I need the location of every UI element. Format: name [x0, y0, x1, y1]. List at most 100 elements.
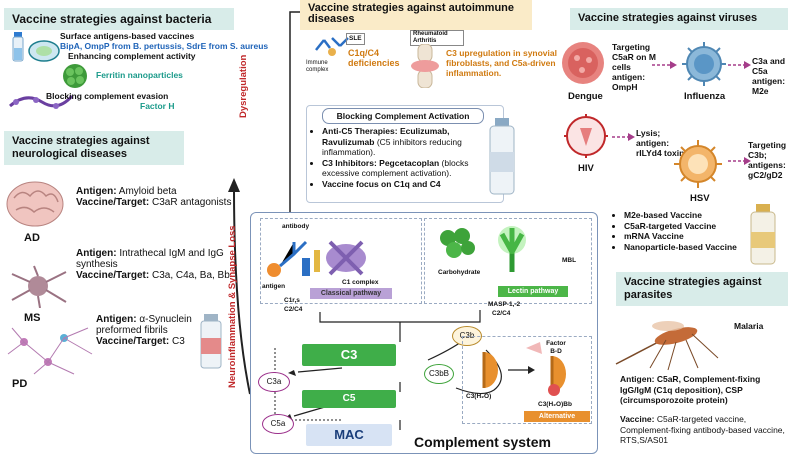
hiv-label: HIV — [578, 163, 594, 174]
c2c4-classical-label: C2/C4 — [284, 306, 303, 313]
classical-pathway-label: Classical pathway — [310, 288, 392, 299]
classical-box — [260, 218, 422, 304]
parasite-vaccine-label: Vaccine: — [620, 414, 655, 424]
ms-target-label: Vaccine/Target: — [76, 270, 150, 281]
dengue-target: Targeting C5aR on M cells antigen: OmpH — [612, 42, 656, 92]
ad-antigen: Amyloid beta — [118, 186, 177, 197]
influenza-arrow — [728, 61, 751, 69]
ad-target: C3aR antagonists — [151, 197, 232, 208]
c3-inhibitor-note: (blocks excessive complement activation)… — [322, 157, 469, 179]
c5-box: C5 — [302, 390, 396, 408]
vial-icon — [12, 32, 24, 62]
enhancing-activity: Enhancing complement activity — [68, 51, 196, 61]
neuroinflammation-label: Neuroinflammation & Synapse Loss — [227, 225, 238, 388]
brain-icon — [6, 181, 64, 227]
alternative-box — [462, 336, 592, 424]
virus-vaccine-item: C5aR-targeted Vaccine — [624, 221, 742, 232]
lectin-pathway-label: Lectin pathway — [498, 286, 568, 297]
c3-upregulation: C3 upregulation in synovial fibroblasts,… — [446, 48, 557, 78]
anti-c5-note: (C5 inhibitors reducing inflammation). — [322, 136, 462, 158]
malaria-label: Malaria — [734, 321, 764, 331]
pd-target: C3 — [171, 336, 185, 347]
c1q-deficiency: C1q/C4 deficiencies — [348, 48, 400, 68]
blocking-title: Blocking Complement Activation — [322, 108, 484, 124]
dengue-to-influenza-arrow — [652, 61, 677, 69]
influenza-label: Influenza — [684, 91, 726, 102]
parasite-vaccine-text: C5aR-targeted vaccine, Complement-fixing… — [620, 414, 785, 445]
neuron-network-icon — [7, 327, 93, 375]
ad-antigen-label: Antigen: — [76, 186, 117, 197]
blocking-vial-icon — [489, 118, 515, 195]
bacterium-icon — [28, 40, 60, 62]
pd-antigen-label: Antigen: — [96, 314, 137, 325]
c3h2o-label: C3(H₂O) — [466, 393, 492, 400]
antigen-label: antigen — [262, 283, 286, 290]
antibody-label: antibody — [282, 223, 310, 230]
factor-bd-label: Factor B-D — [546, 340, 566, 355]
virus-vaccine-bottle-icon — [750, 204, 776, 265]
ad-text: Antigen: Amyloid beta Vaccine/Target: C3… — [76, 186, 236, 208]
lectin-box — [424, 218, 592, 304]
vaccine-focus-item: Vaccine focus on C1q and C4 — [322, 179, 482, 190]
hiv-virus-icon — [564, 114, 608, 158]
ra-label: Rheumatoid Arthritis — [410, 30, 464, 46]
c3-box: C3 — [302, 344, 396, 366]
vaccine-focus: Vaccine focus on C1q and C4 — [322, 178, 441, 189]
blocking-evasion: Blocking complement evasion — [46, 91, 169, 101]
hsv-arrow — [728, 157, 751, 165]
sle-label: SLE — [346, 33, 365, 45]
c3a-circle: C3a — [258, 372, 290, 392]
neuro-header: Vaccine strategies against neurological … — [4, 131, 184, 165]
c1-complex-label: C1 complex — [342, 279, 379, 286]
parasite-antigen-label: Antigen: — [620, 374, 655, 384]
antibody-chain-icon — [9, 94, 74, 109]
virus-vaccine-list: M2e-based Vaccine C5aR-targeted Vaccine … — [612, 210, 742, 252]
pd-text: Antigen: α-Synuclein preformed fibrils V… — [96, 314, 196, 347]
pd-antigen: α-Synuclein preformed fibrils — [96, 314, 192, 336]
c3-inhibitor-drug: Pegcetacoplan — [379, 157, 440, 168]
viruses-header: Vaccine strategies against viruses — [570, 8, 788, 30]
dengue-label: Dengue — [568, 91, 603, 102]
c5a-circle: C5a — [262, 414, 294, 434]
anti-c5-label: Anti-C5 Therapies: — [322, 126, 398, 136]
ad-label: AD — [24, 232, 40, 244]
complement-title: Complement system — [414, 434, 551, 450]
lectin-pathway-art — [440, 226, 526, 272]
mbl-label: MBL — [562, 257, 577, 264]
immune-complex-icon — [315, 37, 349, 56]
ms-label: MS — [24, 312, 41, 324]
hsv-label: HSV — [690, 193, 710, 204]
parasite-vaccine: Vaccine: C5aR-targeted vaccine, Compleme… — [620, 414, 792, 446]
parasite-antigen-text: C5aR, Complement-fixing IgG/IgM (C1q dep… — [620, 374, 761, 405]
blocking-panel — [306, 105, 504, 203]
alternative-pathway-art — [482, 342, 566, 396]
pd-label: PD — [12, 378, 28, 390]
anti-c5-drugs: Eculizumab, Ravulizumab — [322, 126, 450, 147]
autoimmune-header: Vaccine strategies against autoimmune di… — [300, 0, 532, 30]
neuroinflammation-arrow — [228, 178, 251, 395]
c3h2obb-label: C3(H₂O)Bb — [538, 401, 572, 408]
hiv-arrow — [612, 133, 635, 141]
ferritin-nanoparticle-icon — [63, 64, 87, 88]
mac-box: MAC — [306, 424, 392, 446]
ad-target-label: Vaccine/Target: — [76, 197, 150, 208]
mosquito-icon — [615, 321, 719, 371]
ms-text: Antigen: Intrathecal IgM and IgG synthes… — [76, 248, 236, 281]
ferritin-label: Ferritin nanoparticles — [96, 70, 183, 80]
c1rs-label: C1r,s — [284, 297, 300, 304]
virus-vaccine-item: Nanoparticle-based Vaccine — [624, 242, 742, 253]
c2c4-lectin-label: C2/C4 — [492, 310, 511, 317]
c3-inhibitor-label: C3 Inhibitors: — [322, 157, 377, 168]
neuron-icon — [11, 265, 67, 308]
c3-inhibitor-item: C3 Inhibitors: Pegcetacoplan (blocks exc… — [322, 158, 482, 179]
dengue-virus-icon — [562, 42, 604, 84]
surface-antigens-title: Surface antigens-based vaccines — [60, 31, 195, 41]
hsv-target: Targeting C3b; antigens: gC2/gD2 — [748, 140, 787, 180]
alternative-pathway-label: Alternative pathway — [524, 411, 590, 431]
hsv-virus-icon — [674, 140, 722, 188]
dysregulation-label: Dysregulation — [238, 54, 249, 118]
virus-vaccine-item: mRNA Vaccine — [624, 231, 742, 242]
parasites-header: Vaccine strategies against parasites — [616, 272, 788, 306]
classical-pathway-art — [267, 240, 366, 277]
virus-vaccine-item: M2e-based Vaccine — [624, 210, 742, 221]
